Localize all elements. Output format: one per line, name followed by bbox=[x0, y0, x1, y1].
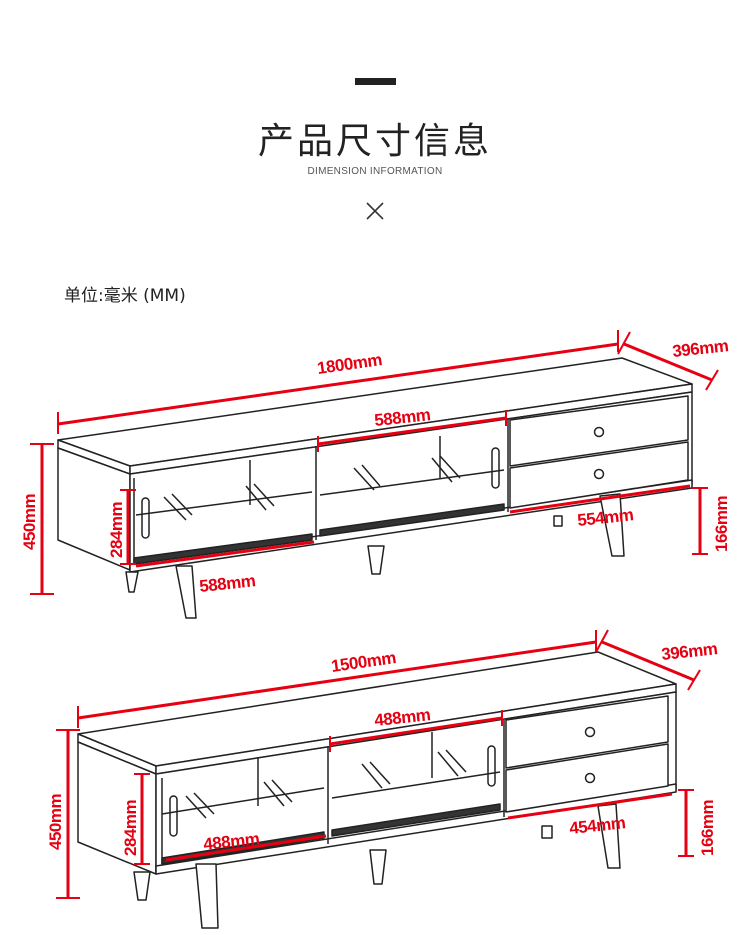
page-subtitle: DIMENSION INFORMATION bbox=[307, 166, 443, 177]
large-glass-bottom-label: 588mm bbox=[198, 571, 256, 596]
large-drawer-label: 554mm bbox=[576, 505, 634, 530]
header-accent-bar bbox=[355, 78, 396, 85]
cabinet-large-dimensions bbox=[30, 330, 719, 595]
cabinet-small-drawing bbox=[77, 651, 677, 929]
small-leg-label: 166mm bbox=[698, 800, 717, 856]
large-height-label: 450mm bbox=[20, 494, 39, 550]
small-height-label: 450mm bbox=[46, 794, 65, 850]
page-title: 产品尺寸信息 bbox=[257, 121, 492, 162]
large-leg-label: 166mm bbox=[712, 496, 731, 552]
close-icon[interactable] bbox=[362, 198, 388, 224]
small-depth-label: 396mm bbox=[660, 639, 718, 664]
large-inner-height-label: 284mm bbox=[107, 502, 126, 558]
large-width-label: 1800mm bbox=[316, 350, 383, 378]
small-inner-height-label: 284mm bbox=[121, 800, 140, 856]
cabinet-small-dimensions bbox=[56, 629, 701, 899]
large-depth-label: 396mm bbox=[671, 336, 729, 361]
cabinet-large-drawing bbox=[57, 357, 693, 619]
unit-label: 单位:毫米 (MM) bbox=[64, 286, 186, 306]
